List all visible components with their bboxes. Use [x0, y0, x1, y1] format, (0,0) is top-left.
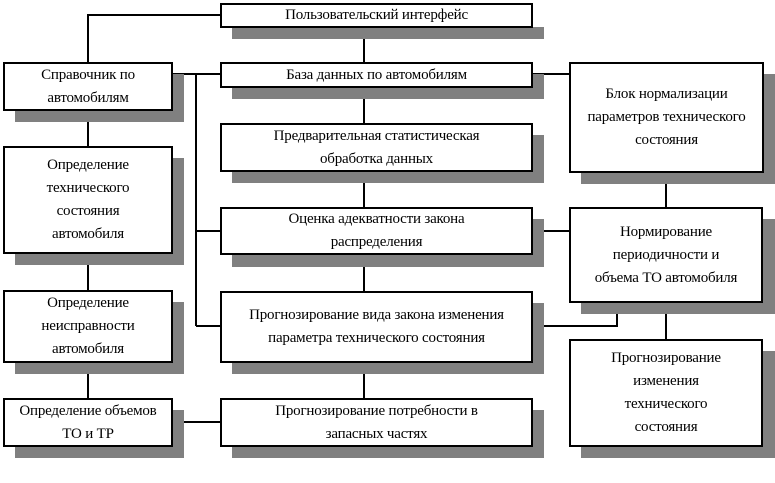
node-parts-forecasting: Прогнозирование потребности в запасных ч…	[220, 398, 533, 447]
node-car-database: База данных по автомобилям	[220, 62, 533, 88]
node-normalization-block: Блок нормализации параметров техническог…	[569, 62, 764, 173]
node-user-interface: Пользовательский интерфейс	[220, 3, 533, 28]
node-tech-state-determination: Определение технического состояния автом…	[3, 146, 173, 254]
node-distribution-adequacy: Оценка адекватности закона распределения	[220, 207, 533, 255]
shadow	[232, 27, 544, 39]
node-maintenance-norming: Нормирование периодичности и объема ТО а…	[569, 207, 763, 303]
node-volume-determination: Определение объемов ТО и ТР	[3, 398, 173, 447]
node-preliminary-processing: Предварительная статистическая обработка…	[220, 123, 533, 172]
node-law-forecasting: Прогнозирование вида закона изменения па…	[220, 291, 533, 363]
connector-ui-reference	[87, 14, 220, 62]
node-fault-determination: Определение неисправности автомобиля	[3, 290, 173, 363]
node-car-reference: Справочник по автомобилям	[3, 62, 173, 111]
node-state-change-forecasting: Прогнозирование изменения технического с…	[569, 339, 763, 447]
